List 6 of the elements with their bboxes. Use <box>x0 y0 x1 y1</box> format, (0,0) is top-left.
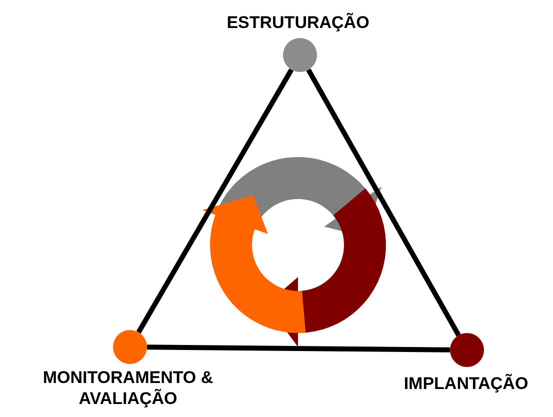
vertex-label: IMPLANTAÇÃO <box>402 373 530 394</box>
triangle-side-line <box>306 68 461 336</box>
vertex-label: ESTRUTURAÇÃO <box>226 12 370 33</box>
triangle-side-line <box>146 344 450 352</box>
triangle-side-line <box>136 68 294 334</box>
vertex-label: MONITORAMENTO & AVALIAÇÃO <box>42 367 214 409</box>
